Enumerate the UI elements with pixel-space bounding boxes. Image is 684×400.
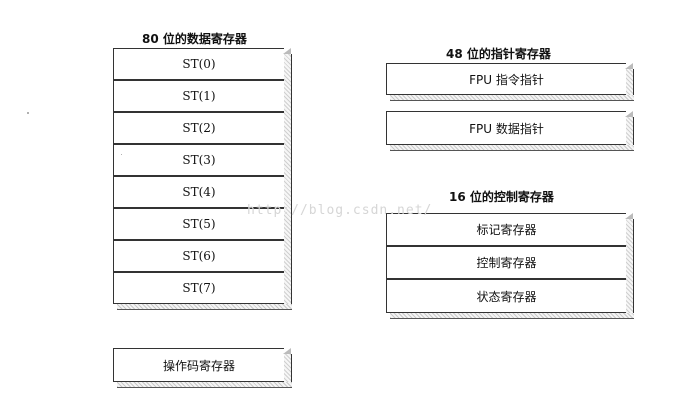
opcode-register-box: 操作码寄存器 — [113, 348, 292, 388]
fpu-data-pointer-bottom — [390, 145, 634, 151]
scan-dot — [27, 112, 29, 114]
data-register-stack-bottom — [117, 304, 292, 310]
control-register-stack: 标记寄存器 控制寄存器 状态寄存器 — [386, 213, 634, 319]
data-register-st3: ST(3) — [113, 144, 284, 176]
fpu-instruction-pointer: FPU 指令指针 — [386, 63, 626, 95]
opcode-register-bottom — [117, 382, 292, 388]
data-register-st4: ST(4) — [113, 176, 284, 208]
control-register: 控制寄存器 — [386, 246, 626, 279]
fpu-data-pointer-box: FPU 数据指针 — [386, 111, 634, 151]
control-registers-title: 16 位的控制寄存器 — [449, 190, 554, 204]
control-register-stack-bottom — [390, 313, 634, 319]
data-register-st0: ST(0) — [113, 48, 284, 80]
data-register-st1: ST(1) — [113, 80, 284, 112]
fpu-data-pointer: FPU 数据指针 — [386, 111, 626, 145]
status-register: 状态寄存器 — [386, 279, 626, 313]
data-register-stack-side — [283, 48, 292, 310]
opcode-register: 操作码寄存器 — [113, 348, 284, 382]
data-register-st5: ST(5) — [113, 208, 284, 240]
fpu-instruction-pointer-box: FPU 指令指针 — [386, 63, 634, 101]
data-register-st2: ST(2) — [113, 112, 284, 144]
fpu-instruction-pointer-bottom — [390, 95, 634, 101]
data-register-st7: ST(7) — [113, 272, 284, 304]
tag-register: 标记寄存器 — [386, 213, 626, 246]
data-register-stack: ST(0) ST(1) ST(2) ST(3) ST(4) ST(5) ST(6… — [113, 48, 292, 310]
scan-dot — [121, 154, 122, 155]
data-registers-title: 80 位的数据寄存器 — [142, 32, 247, 46]
watermark: http://blog.csdn.net/ — [247, 203, 433, 218]
data-register-st6: ST(6) — [113, 240, 284, 272]
control-register-stack-side — [625, 213, 634, 319]
pointer-registers-title: 48 位的指针寄存器 — [446, 47, 551, 61]
